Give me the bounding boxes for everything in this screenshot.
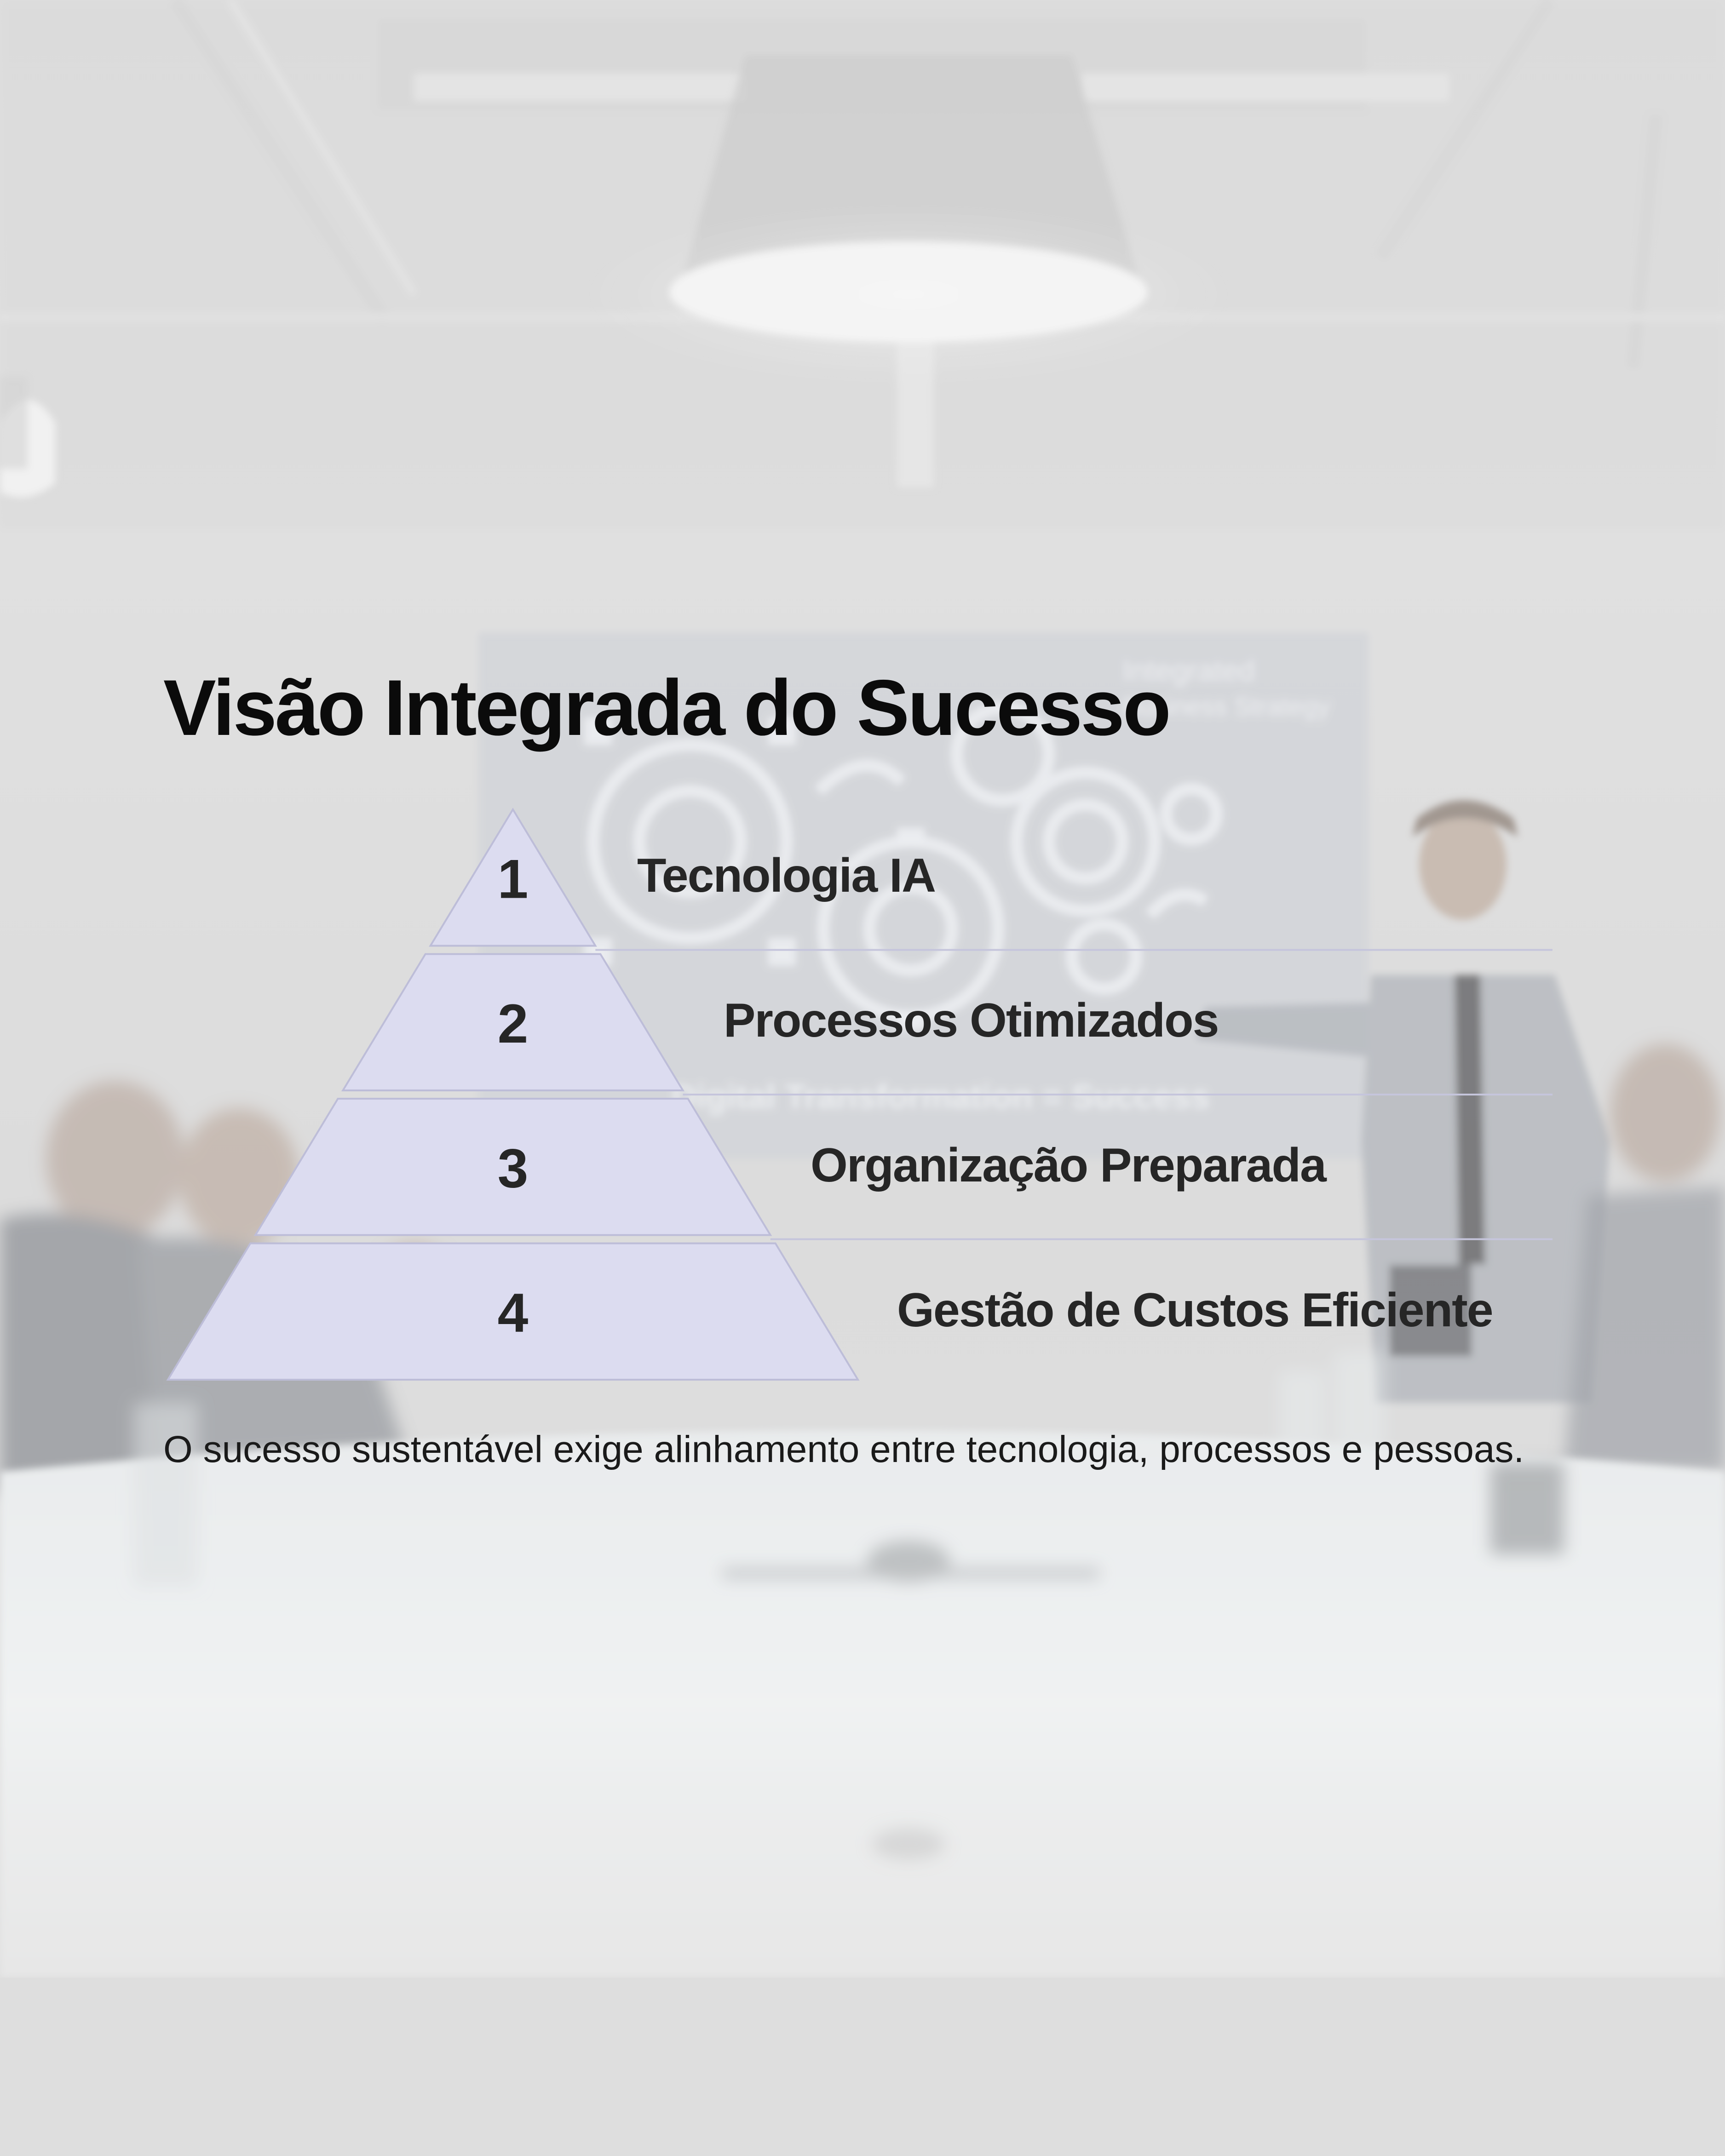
tier-label-1: Tecnologia IA [637,849,936,902]
pyramid-tier-shape-1 [429,808,597,947]
tier-label-3: Organização Preparada [811,1139,1327,1192]
tier-label-4: Gestão de Custos Eficiente [897,1284,1494,1337]
slide-title: Visão Integrada do Sucesso [163,664,1171,752]
pyramid-tiers: 1 2 3 4 [166,808,860,1381]
screen-text-bottom: Digital Transformation = Success [672,1078,1210,1116]
slide-subtitle: O sucesso sustentável exige alinhamento … [163,1428,1524,1470]
tier-number-3: 3 [498,1137,529,1199]
tier-number-1: 1 [498,848,529,910]
screen-text-line2: Business Strategy [1122,692,1330,721]
tier-label-2: Processos Otimizados [724,994,1219,1047]
screen-text-line1: Integrated [1122,654,1255,687]
tier-dividers [595,949,1552,1240]
tier-number-2: 2 [498,993,529,1055]
pyramid-tier-4: 4 [166,1242,860,1381]
tier-number-4: 4 [498,1282,529,1344]
pyramid-tier-1: 1 [429,808,597,947]
pyramid-tier-shape-4 [166,1242,860,1381]
pyramid-tier-shape-2 [341,953,685,1091]
pyramid-tier-3: 3 [253,1098,772,1236]
pyramid-tier-shape-3 [253,1098,772,1236]
pyramid-tier-2: 2 [341,953,685,1091]
